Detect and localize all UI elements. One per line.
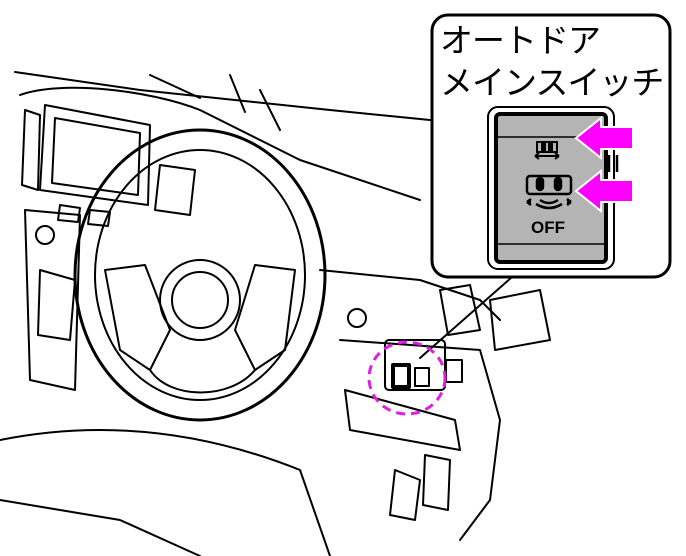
seat-edge [0,429,331,556]
highlight-circle [367,340,447,416]
display-bezel [39,104,151,206]
lower-panel [344,389,461,451]
pedals [389,454,451,521]
wheel-spoke-left [104,264,171,371]
steering-hub [159,259,241,341]
center-stack [24,209,81,391]
arrow-full-open [574,168,634,214]
steering-wheel-outer [73,128,327,422]
wheel-spoke-right [234,264,296,371]
switch-off-label: OFF [531,218,565,237]
floor-line [0,499,201,556]
callout-title: オートドア メインスイッチ [440,20,680,104]
center-buttons [57,204,111,227]
left-vent [21,109,41,191]
dash-top [19,86,421,201]
arrow-half-open [574,115,634,161]
leader-line [419,269,521,359]
wheel-spoke-bottom [149,369,256,394]
knob-right [347,308,367,328]
horn-pad [171,271,229,329]
right-vents [439,284,551,351]
center-vent [154,164,196,216]
auto-door-switch [391,363,411,389]
shift-lever-panel [37,269,76,341]
equals-separator [607,155,619,172]
door-full-icon [525,174,573,210]
title-line-2: メインスイッチ [440,63,664,102]
title-line-1: オートドア [440,21,601,60]
knob-left [35,225,55,245]
dash-lines [149,74,281,131]
windshield-line [14,71,431,121]
steering-wheel-inner [94,149,306,401]
door-half-icon [534,141,560,160]
display-screen [51,117,141,196]
dash-right-lower [339,339,501,541]
adjacent-switch-right [445,359,463,383]
adjacent-switch [414,367,430,387]
